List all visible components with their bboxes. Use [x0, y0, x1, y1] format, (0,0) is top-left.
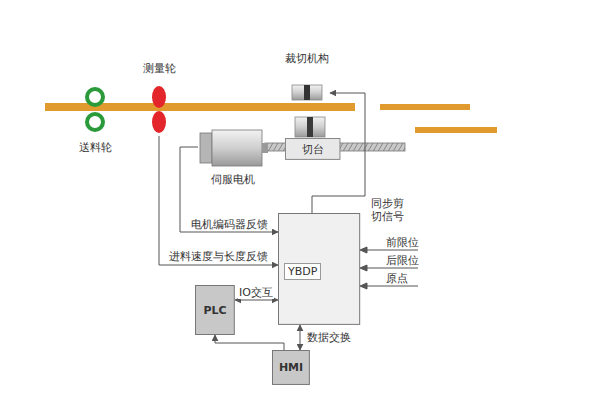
node-label: 测量轮: [143, 62, 176, 75]
lower-blade: [295, 117, 325, 137]
signal-line: [215, 335, 284, 350]
cutting-mechanism: 裁切机构: [284, 52, 330, 101]
edge-label: IO交互: [238, 286, 274, 299]
node-label: 送料轮: [79, 141, 112, 154]
edge-label: 数据交换: [306, 331, 352, 344]
edge-label: 电机编码器反馈: [190, 218, 269, 231]
servo-motor: 伺服电机: [198, 128, 268, 186]
signal-name: 原点: [385, 272, 409, 285]
cutting-table: 切台: [285, 138, 340, 160]
node-label: 裁切机构: [285, 52, 329, 65]
node-label: 伺服电机: [211, 173, 255, 186]
node-label: HMI: [279, 361, 303, 374]
hmi-box: HMI: [272, 350, 310, 385]
feed-roller: 送料轮: [75, 82, 115, 154]
cut-piece: [380, 104, 470, 110]
cut-piece: [415, 127, 497, 133]
controller-box: YBDP: [278, 213, 360, 325]
node-label: 切台: [302, 143, 324, 156]
plc-box: PLC: [195, 285, 235, 335]
edge-label: 进料速度与长度反馈: [168, 250, 269, 263]
signal-name: 后限位: [385, 254, 420, 267]
node-label: YBDP: [284, 263, 321, 280]
node-label: PLC: [203, 304, 226, 317]
edge-label: 同步剪切信号: [370, 197, 410, 223]
blade-slot: [307, 117, 313, 137]
signal-line: [235, 300, 278, 301]
signal-line: [300, 325, 301, 350]
measuring-wheel: 测量轮: [139, 62, 179, 136]
signal-name: 前限位: [385, 236, 420, 249]
